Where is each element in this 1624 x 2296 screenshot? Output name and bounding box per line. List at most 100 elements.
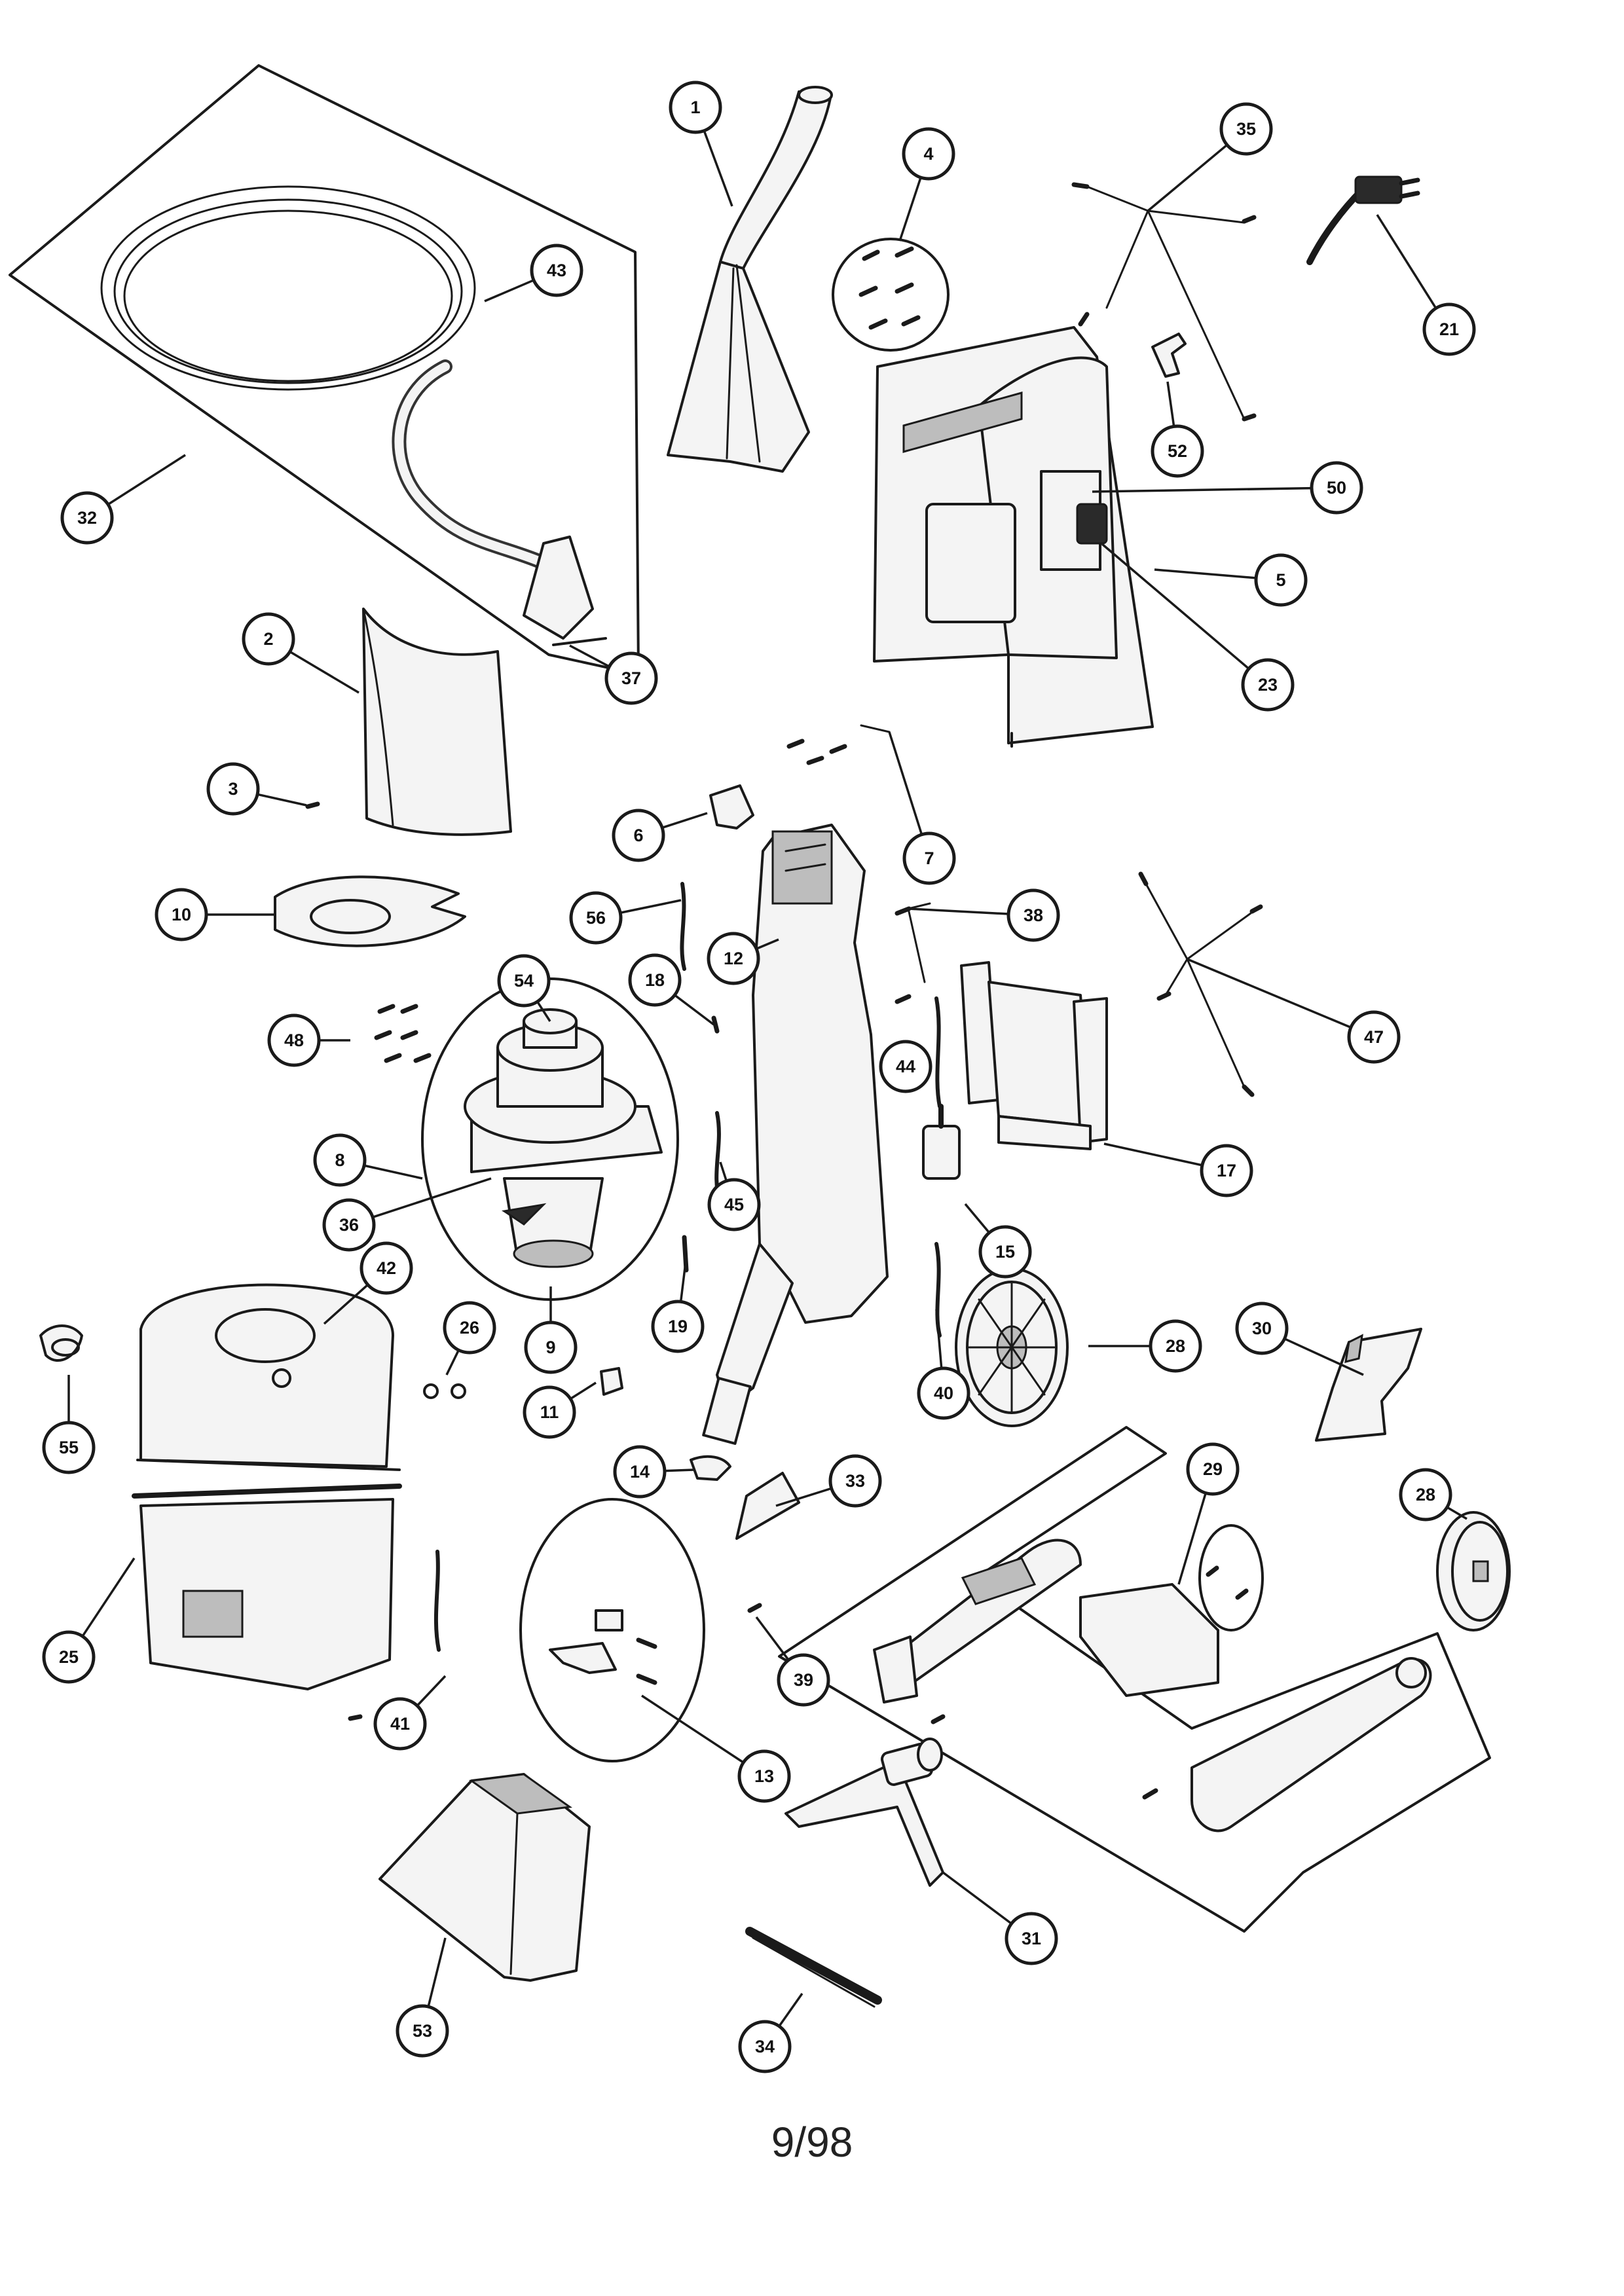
callout-label: 28 [1166, 1336, 1185, 1356]
callout-3: 3 [206, 762, 307, 816]
leader-line [1147, 143, 1228, 212]
callout-18: 18 [628, 953, 715, 1026]
leader-line [755, 1616, 790, 1661]
callout-9: 9 [524, 1286, 578, 1374]
callout-31: 31 [942, 1871, 1058, 1965]
leader-line [908, 907, 1009, 915]
callout-30: 30 [1235, 1302, 1364, 1376]
callout-label: 50 [1327, 478, 1346, 498]
bracket-17 [960, 961, 1108, 1150]
leader-line [1103, 1142, 1203, 1167]
callout-13: 13 [641, 1694, 791, 1803]
callout-label: 34 [755, 2037, 775, 2056]
callout-28: 28 [1399, 1468, 1467, 1522]
callout-26: 26 [443, 1301, 496, 1376]
callout-circle [1422, 302, 1476, 356]
gasket-10 [274, 875, 466, 947]
screw-set-47 [1138, 871, 1263, 1097]
callout-25: 25 [42, 1558, 136, 1684]
callout-label: 55 [59, 1438, 79, 1457]
callout-circle [373, 1697, 427, 1751]
leader-line [778, 1992, 803, 2027]
callout-34: 34 [738, 1992, 803, 2073]
leader-line [323, 1284, 369, 1325]
leader-line [935, 1309, 943, 1369]
callout-label: 37 [621, 668, 641, 688]
callout-circle [267, 1013, 321, 1067]
leader-line [1376, 214, 1437, 309]
leader-line [664, 1468, 695, 1472]
callout-48: 48 [267, 1013, 350, 1067]
callout-circle [828, 1454, 882, 1508]
callout-circle [1219, 102, 1273, 156]
pin-52 [1151, 333, 1187, 378]
callout-label: 48 [284, 1030, 304, 1050]
callout-circle [42, 1630, 96, 1684]
leader-line [964, 1203, 990, 1233]
callout-17: 17 [1103, 1142, 1253, 1197]
callout-label: 14 [630, 1462, 650, 1482]
callout-54: 54 [497, 954, 551, 1022]
callout-circle [707, 1178, 761, 1231]
callout-label: 1 [690, 98, 700, 117]
callout-40: 40 [917, 1309, 970, 1420]
callout-29: 29 [1177, 1442, 1240, 1585]
callout-52: 52 [1151, 381, 1204, 478]
callout-11: 11 [523, 1381, 597, 1439]
hand-tool [667, 86, 833, 473]
callout-label: 18 [645, 970, 665, 990]
leader-line [570, 1381, 597, 1400]
motor-assembly [421, 977, 679, 1301]
leader-line [619, 899, 682, 914]
callout-1: 1 [669, 81, 733, 207]
callout-circle [917, 1366, 970, 1420]
leader-line [1187, 958, 1352, 1029]
callout-circle [651, 1300, 705, 1353]
callout-label: 23 [1258, 675, 1278, 695]
callout-circle [1235, 1302, 1289, 1355]
callout-circle [902, 831, 956, 885]
callout-33: 33 [775, 1454, 882, 1508]
leader-line [719, 1161, 728, 1182]
leader-line [942, 1871, 1012, 1925]
callout-label: 7 [924, 848, 934, 868]
callout-label: 17 [1217, 1161, 1236, 1180]
hose-panel [9, 64, 640, 676]
leader-line [674, 994, 715, 1026]
callout-circle [242, 612, 295, 666]
leader-line [661, 812, 708, 829]
callout-label: 35 [1236, 119, 1256, 139]
leader-line [1446, 1506, 1467, 1520]
leader-line [81, 1558, 136, 1637]
leader-line [416, 1675, 447, 1707]
callout-label: 30 [1252, 1319, 1272, 1338]
callout-circle [1254, 553, 1308, 607]
callout-circle [530, 244, 583, 297]
callout-circle [1241, 658, 1295, 712]
callout-36: 36 [322, 1177, 492, 1252]
callout-circle [1151, 424, 1204, 478]
leader-line [372, 1177, 492, 1218]
callout-circle [737, 1749, 791, 1803]
callout-label: 4 [923, 144, 933, 164]
callout-label: 28 [1416, 1485, 1435, 1504]
part-33 [735, 1472, 800, 1540]
callout-21: 21 [1376, 214, 1476, 356]
callout-55: 55 [42, 1375, 96, 1474]
callout-circle [313, 1133, 367, 1187]
callout-6: 6 [612, 809, 708, 862]
callout-label: 31 [1022, 1929, 1041, 1948]
callout-circle [322, 1198, 376, 1252]
callout-7: 7 [888, 731, 956, 885]
leader-line [1092, 486, 1312, 493]
callout-label: 42 [377, 1258, 396, 1278]
leader-line [257, 793, 307, 807]
callout-label: 5 [1276, 570, 1285, 590]
brush-strip-34 [745, 1927, 882, 2008]
callout-circle [155, 888, 208, 941]
callout-label: 29 [1203, 1459, 1223, 1479]
wheel-small [1436, 1511, 1511, 1631]
callout-label: 2 [263, 629, 273, 649]
